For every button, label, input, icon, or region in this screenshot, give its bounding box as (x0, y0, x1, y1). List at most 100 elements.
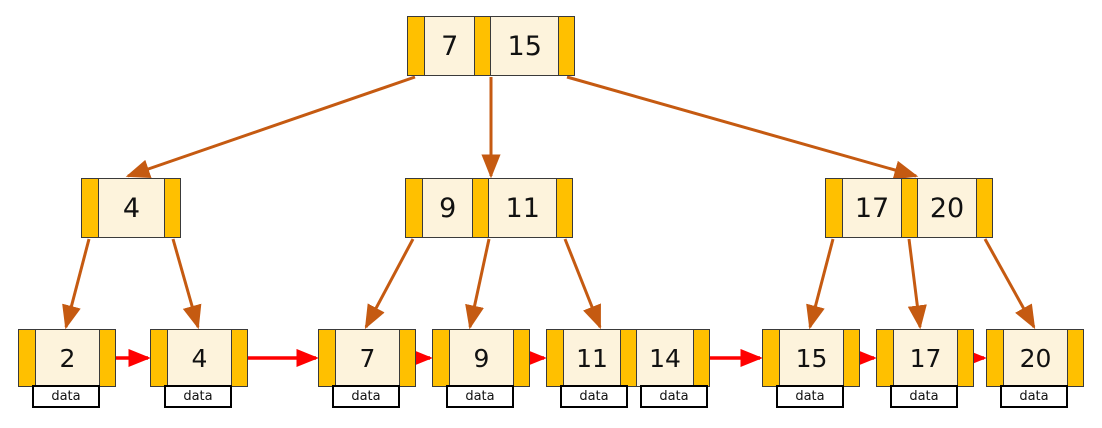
leaf-node-11-14-data-label-0: data (579, 389, 609, 404)
internal-node-middle-cell-0[interactable]: 9 (422, 179, 473, 237)
leaf-node-17-pointer-1[interactable] (957, 330, 973, 386)
leaf-node-4[interactable]: 4 (150, 329, 248, 387)
leaf-node-7-pointer-0[interactable] (319, 330, 335, 386)
internal-node-left[interactable]: 4 (81, 178, 181, 238)
leaf-node-15-data-box-0[interactable]: data (776, 385, 844, 408)
internal-node-left-pointer-0[interactable] (82, 179, 98, 237)
leaf-node-9-pointer-0[interactable] (433, 330, 449, 386)
internal-node-middle-key-1: 11 (505, 192, 540, 224)
internal-node-right-cell-0[interactable]: 17 (842, 179, 901, 237)
leaf-node-11-14-key-1: 14 (649, 343, 681, 373)
leaf-node-15-pointer-1[interactable] (843, 330, 859, 386)
leaf-node-11-14-pointer-2[interactable] (693, 330, 709, 386)
leaf-node-7-key-0: 7 (359, 343, 376, 373)
child-edge-root-ptr-0-to-internal-node-left (125, 75, 416, 179)
leaf-node-11-14-pointer-1[interactable] (620, 330, 636, 386)
child-edge-right-ptr-2-to-leaf-node-20 (983, 238, 1036, 330)
leaf-node-4-key-0: 4 (191, 343, 208, 373)
internal-node-right-pointer-0[interactable] (826, 179, 842, 237)
leaf-node-11-14-pointer-0[interactable] (547, 330, 563, 386)
root-node-pointer-2[interactable] (558, 17, 575, 75)
leaf-node-11-14-data-label-1: data (659, 389, 689, 404)
internal-node-left-cell-0[interactable]: 4 (98, 179, 164, 237)
leaf-node-20-cell-0[interactable]: 20 (1003, 330, 1067, 386)
leaf-node-4-data-label-0: data (183, 389, 213, 404)
internal-node-right-key-1: 20 (929, 192, 965, 224)
leaf-node-17-cell-0[interactable]: 17 (893, 330, 957, 386)
leaf-node-7-data-box-0[interactable]: data (332, 385, 400, 408)
root-node-key-0: 7 (441, 30, 459, 62)
leaf-node-15[interactable]: 15 (762, 329, 860, 387)
leaf-node-7[interactable]: 7 (318, 329, 416, 387)
root-node-pointer-1[interactable] (474, 17, 491, 75)
internal-node-right-pointer-1[interactable] (901, 179, 917, 237)
leaf-node-7-pointer-1[interactable] (399, 330, 415, 386)
leaf-node-2[interactable]: 2 (18, 329, 116, 387)
leaf-node-2-data-box-0[interactable]: data (32, 385, 100, 408)
internal-node-middle-key-0: 9 (439, 192, 457, 224)
internal-node-middle[interactable]: 9 11 (405, 178, 573, 238)
leaf-node-17-key-0: 17 (909, 343, 942, 373)
leaf-node-11-14-cell-1[interactable]: 14 (636, 330, 693, 386)
internal-node-left-key-0: 4 (122, 192, 141, 224)
leaf-node-2-cell-0[interactable]: 2 (35, 330, 99, 386)
leaf-node-15-key-0: 15 (795, 343, 828, 373)
root-node-key-1: 15 (507, 30, 542, 62)
leaf-node-17-data-box-0[interactable]: data (890, 385, 958, 408)
leaf-node-9-data-label-0: data (465, 389, 495, 404)
leaf-node-4-pointer-1[interactable] (231, 330, 247, 386)
leaf-node-20-data-box-0[interactable]: data (1000, 385, 1068, 408)
internal-node-right-key-0: 17 (854, 192, 890, 224)
internal-node-right-pointer-2[interactable] (976, 179, 992, 237)
leaf-node-9-data-box-0[interactable]: data (446, 385, 514, 408)
leaf-node-11-14-data-box-1[interactable]: data (640, 385, 708, 408)
leaf-node-20-pointer-0[interactable] (987, 330, 1003, 386)
leaf-node-15-cell-0[interactable]: 15 (779, 330, 843, 386)
internal-node-middle-pointer-2[interactable] (556, 179, 573, 237)
leaf-node-2-data-label-0: data (51, 389, 81, 404)
internal-node-middle-pointer-1[interactable] (472, 179, 489, 237)
child-edge-left-ptr-0-to-leaf-node-2 (62, 238, 91, 330)
child-edge-middle-ptr-0-to-leaf-node-7 (364, 238, 415, 330)
leaf-node-17-data-label-0: data (909, 389, 939, 404)
leaf-node-11-14[interactable]: 11 14 (546, 329, 710, 387)
leaf-node-7-data-label-0: data (351, 389, 381, 404)
internal-node-left-pointer-1[interactable] (164, 179, 180, 237)
leaf-node-2-pointer-1[interactable] (99, 330, 115, 386)
child-edge-right-ptr-1-to-leaf-node-17 (907, 238, 927, 330)
leaf-node-9[interactable]: 9 (432, 329, 530, 387)
leaf-node-20-key-0: 20 (1019, 343, 1052, 373)
internal-node-right-cell-1[interactable]: 20 (917, 179, 976, 237)
child-edge-left-ptr-1-to-leaf-node-4 (171, 238, 202, 330)
leaf-node-15-pointer-0[interactable] (763, 330, 779, 386)
leaf-node-11-14-key-0: 11 (576, 343, 608, 373)
leaf-node-4-cell-0[interactable]: 4 (167, 330, 231, 386)
leaf-node-4-data-box-0[interactable]: data (164, 385, 232, 408)
leaf-node-2-key-0: 2 (59, 343, 76, 373)
leaf-node-20-pointer-1[interactable] (1067, 330, 1083, 386)
child-edge-middle-ptr-1-to-leaf-node-9 (465, 238, 491, 330)
leaf-node-2-pointer-0[interactable] (19, 330, 35, 386)
leaf-node-15-data-label-0: data (795, 389, 825, 404)
leaf-node-17[interactable]: 17 (876, 329, 974, 387)
internal-node-middle-cell-1[interactable]: 11 (488, 179, 557, 237)
internal-node-middle-pointer-0[interactable] (406, 179, 422, 237)
child-edge-middle-ptr-2-to-leaf-node-11-14 (563, 238, 602, 330)
leaf-node-20[interactable]: 20 (986, 329, 1084, 387)
leaf-node-4-pointer-0[interactable] (151, 330, 167, 386)
leaf-node-9-cell-0[interactable]: 9 (449, 330, 513, 386)
leaf-node-20-data-label-0: data (1019, 389, 1049, 404)
root-node-pointer-0[interactable] (408, 17, 424, 75)
leaf-node-17-pointer-0[interactable] (877, 330, 893, 386)
leaf-node-9-key-0: 9 (473, 343, 490, 373)
leaf-node-11-14-data-box-0[interactable]: data (560, 385, 628, 408)
root-node-cell-0[interactable]: 7 (424, 17, 475, 75)
leaf-node-11-14-cell-0[interactable]: 11 (563, 330, 620, 386)
leaf-node-9-pointer-1[interactable] (513, 330, 529, 386)
root-node-cell-1[interactable]: 15 (490, 17, 559, 75)
child-edge-root-ptr-2-to-internal-node-right (566, 75, 919, 180)
root-node[interactable]: 7 15 (407, 16, 575, 76)
leaf-node-7-cell-0[interactable]: 7 (335, 330, 399, 386)
